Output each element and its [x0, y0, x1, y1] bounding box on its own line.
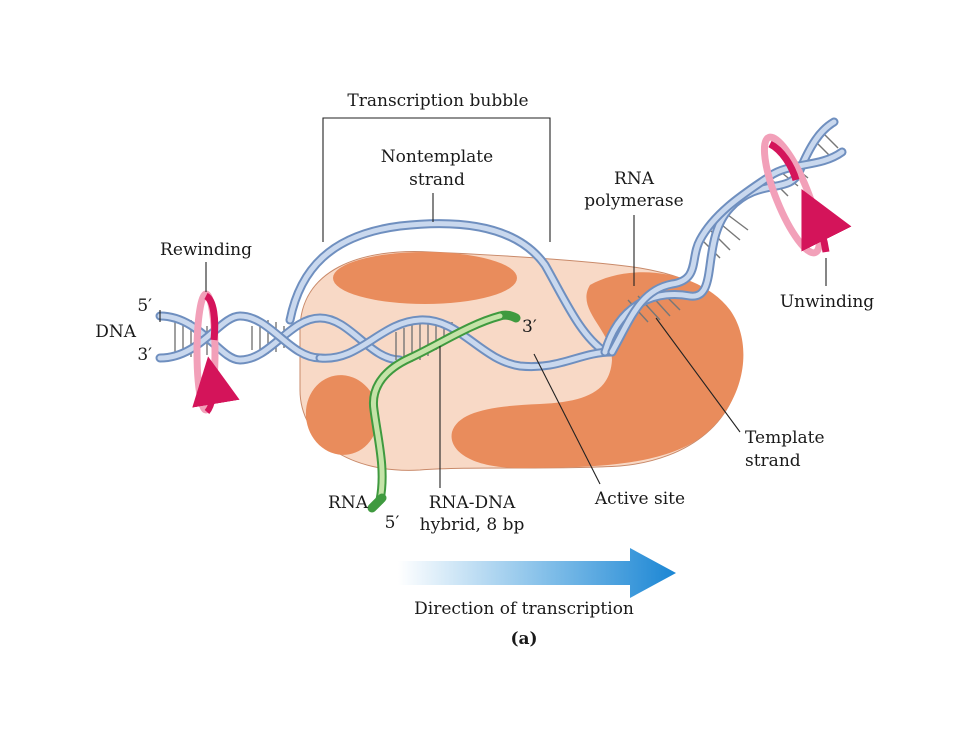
label-direction: Direction of transcription — [414, 599, 634, 619]
polymerase-top-lobe — [333, 252, 517, 304]
label-dna-five-prime: 5′ — [137, 296, 152, 316]
label-dna: DNA — [95, 322, 137, 342]
label-nontemplate-line1: Nontemplate — [381, 147, 493, 167]
rewinding-arrow — [192, 290, 240, 414]
label-rewinding: Rewinding — [160, 240, 252, 260]
unwinding-arrow — [760, 133, 852, 257]
label-rna-three-prime: 3′ — [522, 317, 537, 337]
label-panel: (a) — [510, 629, 537, 649]
label-dna-three-prime: 3′ — [137, 345, 152, 365]
label-nontemplate-line2: strand — [409, 170, 465, 190]
active-site-leader — [533, 353, 601, 485]
label-rna-five-prime: 5′ — [385, 513, 400, 533]
label-unwinding: Unwinding — [780, 292, 874, 312]
polymerase-right-lobe — [451, 272, 744, 468]
direction-arrow — [398, 548, 676, 598]
label-rna-polymerase-line2: polymerase — [584, 191, 683, 211]
label-hybrid-line2: hybrid, 8 bp — [420, 515, 525, 535]
label-active-site: Active site — [594, 489, 685, 509]
template-leader — [655, 317, 741, 433]
rna-strand — [367, 310, 521, 513]
transcription-bubble-bracket — [322, 117, 551, 242]
label-rna: RNA — [328, 493, 369, 513]
label-transcription-bubble: Transcription bubble — [347, 91, 528, 111]
polymerase-left-lobe — [305, 375, 379, 455]
label-hybrid-line1: RNA-DNA — [429, 493, 516, 513]
label-template-line1: Template — [745, 428, 825, 448]
label-rna-polymerase-line1: RNA — [614, 169, 655, 189]
label-template-line2: strand — [745, 451, 801, 471]
